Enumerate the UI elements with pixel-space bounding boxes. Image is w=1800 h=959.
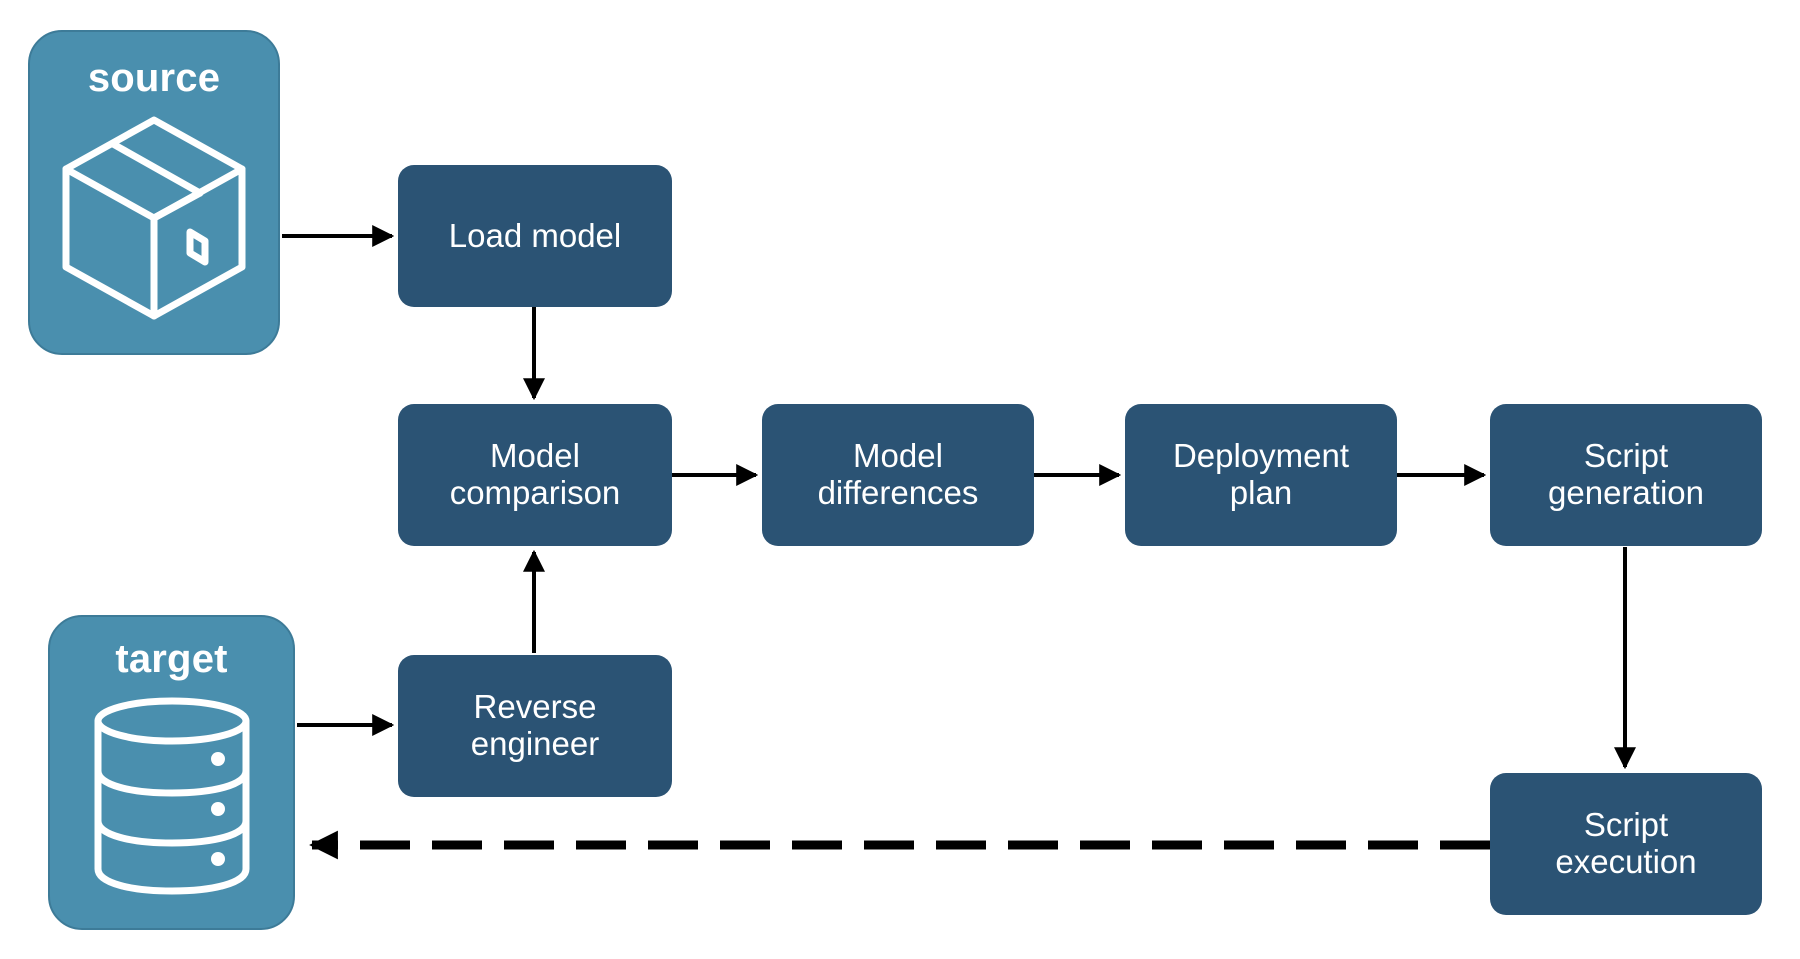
endpoint-label-target: target [115, 637, 228, 681]
process-box-model-comparison[interactable]: Model comparison [398, 404, 672, 546]
process-box-reverse-engineer[interactable]: Reverse engineer [398, 655, 672, 797]
process-box-deployment-plan[interactable]: Deployment plan [1125, 404, 1397, 546]
endpoint-node-source[interactable]: source [28, 30, 280, 355]
process-label-load-model: Load model [448, 216, 622, 254]
process-box-model-differences[interactable]: Model differences [762, 404, 1034, 546]
process-box-load-model[interactable]: Load model [398, 165, 672, 307]
endpoint-label-source: source [87, 56, 221, 100]
endpoint-node-target[interactable]: target [48, 615, 295, 930]
process-box-script-execution[interactable]: Script execution [1490, 773, 1762, 915]
database-cylinder-icon [88, 695, 256, 900]
package-box-icon [59, 112, 249, 329]
process-label-model-differences: Model differences [817, 437, 979, 511]
process-label-deployment-plan: Deployment plan [1172, 437, 1350, 511]
process-label-reverse-engineer: Reverse engineer [470, 688, 600, 762]
process-label-script-execution: Script execution [1555, 806, 1697, 880]
process-label-script-generation: Script generation [1548, 437, 1704, 511]
process-label-model-comparison: Model comparison [449, 437, 621, 511]
process-box-script-generation[interactable]: Script generation [1490, 404, 1762, 546]
